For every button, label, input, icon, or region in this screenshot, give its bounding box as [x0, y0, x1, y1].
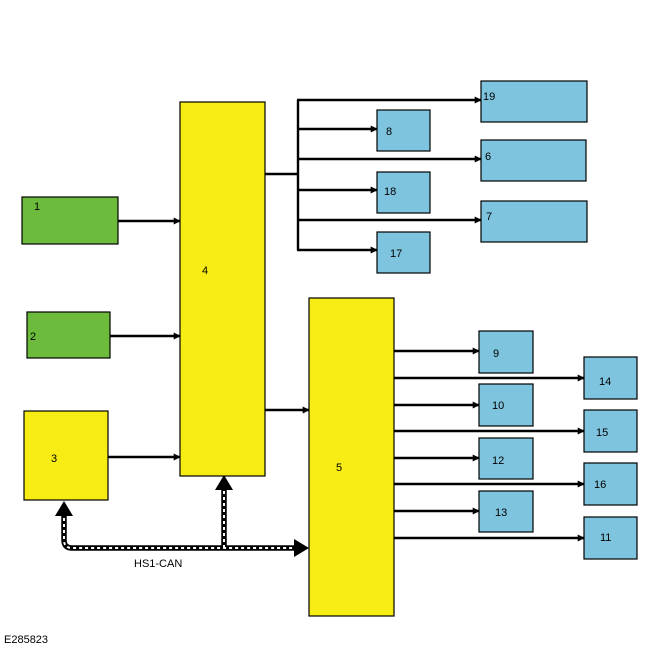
box-17-label: 17 — [390, 248, 402, 260]
box-18-label: 18 — [384, 186, 396, 198]
bus-arrow-to-3 — [55, 501, 73, 516]
box-8: 8 — [376, 109, 431, 152]
box-5: 5 — [308, 297, 395, 617]
box-1-label: 1 — [34, 201, 40, 213]
box-8-label: 8 — [386, 126, 392, 138]
box-10: 10 — [478, 383, 534, 427]
box-13-label: 13 — [495, 507, 507, 519]
box-14: 14 — [583, 356, 638, 400]
box-16: 16 — [583, 462, 638, 506]
hs1-can-bus — [55, 475, 309, 557]
box-11: 11 — [583, 516, 638, 560]
box-1: 1 — [21, 196, 119, 245]
box-19: 19 — [480, 80, 588, 123]
box-12: 12 — [478, 437, 534, 480]
box-15-label: 15 — [596, 427, 608, 439]
box-13: 13 — [478, 490, 534, 533]
box-3-label: 3 — [51, 453, 57, 465]
box-12-label: 12 — [492, 455, 504, 467]
bus-arrow-to-4 — [215, 475, 233, 490]
bus-label: HS1-CAN — [134, 558, 182, 570]
box-14-label: 14 — [599, 376, 611, 388]
box-15: 15 — [583, 409, 638, 453]
box-4-label: 4 — [202, 265, 208, 277]
box-18: 18 — [376, 171, 431, 214]
box-4: 4 — [179, 101, 266, 477]
box-9: 9 — [478, 330, 534, 374]
box-2: 2 — [26, 311, 111, 359]
box-2-label: 2 — [30, 331, 36, 343]
box-3: 3 — [23, 410, 109, 501]
box-11-label: 11 — [600, 532, 611, 544]
box-7: 7 — [480, 200, 588, 243]
box-6: 6 — [480, 139, 587, 182]
box-16-label: 16 — [594, 479, 606, 491]
box-19-label: 19 — [483, 91, 495, 103]
box-5-label: 5 — [336, 462, 342, 474]
box-10-label: 10 — [492, 400, 504, 412]
box-6-label: 6 — [485, 151, 491, 163]
figure-id: E285823 — [4, 634, 48, 646]
box-7-label: 7 — [486, 211, 492, 223]
box-9-label: 9 — [493, 348, 499, 360]
box-17: 17 — [376, 231, 431, 274]
bus-arrow-to-5 — [294, 539, 309, 557]
